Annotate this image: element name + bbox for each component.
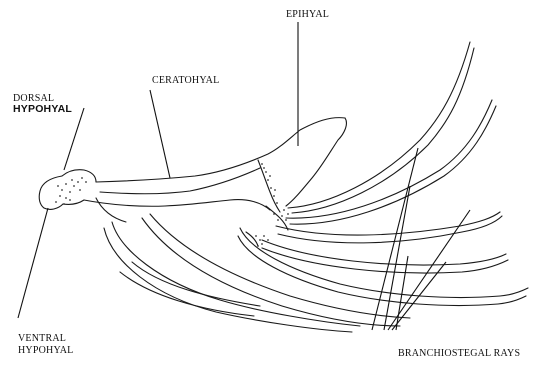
branchiostegal-ray <box>292 48 474 213</box>
branchiostegal-ray <box>278 216 502 243</box>
dorsal-hypohyal-outline <box>62 170 96 182</box>
leader-branchiostegal-5 <box>396 256 408 330</box>
leader-ventral-hypohyal <box>18 208 48 318</box>
branchiostegal-ray <box>142 218 400 326</box>
branchiostegal-ray <box>120 272 254 316</box>
label-ventral-hypohyal-line1: VENTRAL <box>18 333 66 344</box>
branchiostegal-ray <box>150 214 410 318</box>
label-ceratohyal: CERATOHYAL <box>152 75 219 86</box>
branchiostegal-ray <box>104 228 352 332</box>
branchiostegal-ray <box>240 228 528 298</box>
hypohyal-cap <box>39 176 63 209</box>
leader-branchiostegal-1 <box>372 148 418 330</box>
label-dorsal-hypohyal-line2: HYPOHYAL <box>13 104 72 115</box>
label-ventral-hypohyal-line2: HYPOHYAL <box>18 345 74 356</box>
branchiostegal-ray <box>290 106 496 224</box>
label-epihyal: EPIHYAL <box>286 9 329 20</box>
cartilage-stipple <box>55 163 289 247</box>
label-branchiostegal-rays: BRANCHIOSTEGAL RAYS <box>398 348 520 359</box>
ceratohyal-lower-flange <box>96 198 126 222</box>
leader-dorsal-hypohyal <box>64 108 84 170</box>
leader-ceratohyal <box>150 90 170 178</box>
ceratohyal-upper-edge <box>96 118 345 182</box>
leader-lines <box>18 22 470 330</box>
leader-branchiostegal-3 <box>388 210 470 330</box>
ventral-hypohyal-outline <box>63 200 84 204</box>
leader-branchiostegal-2 <box>384 186 410 330</box>
branchiostegal-ray <box>262 240 506 265</box>
epihyal-tip <box>286 118 346 206</box>
ceratohyal-lower-edge <box>84 200 270 210</box>
branchiostegal-ray <box>286 100 492 218</box>
